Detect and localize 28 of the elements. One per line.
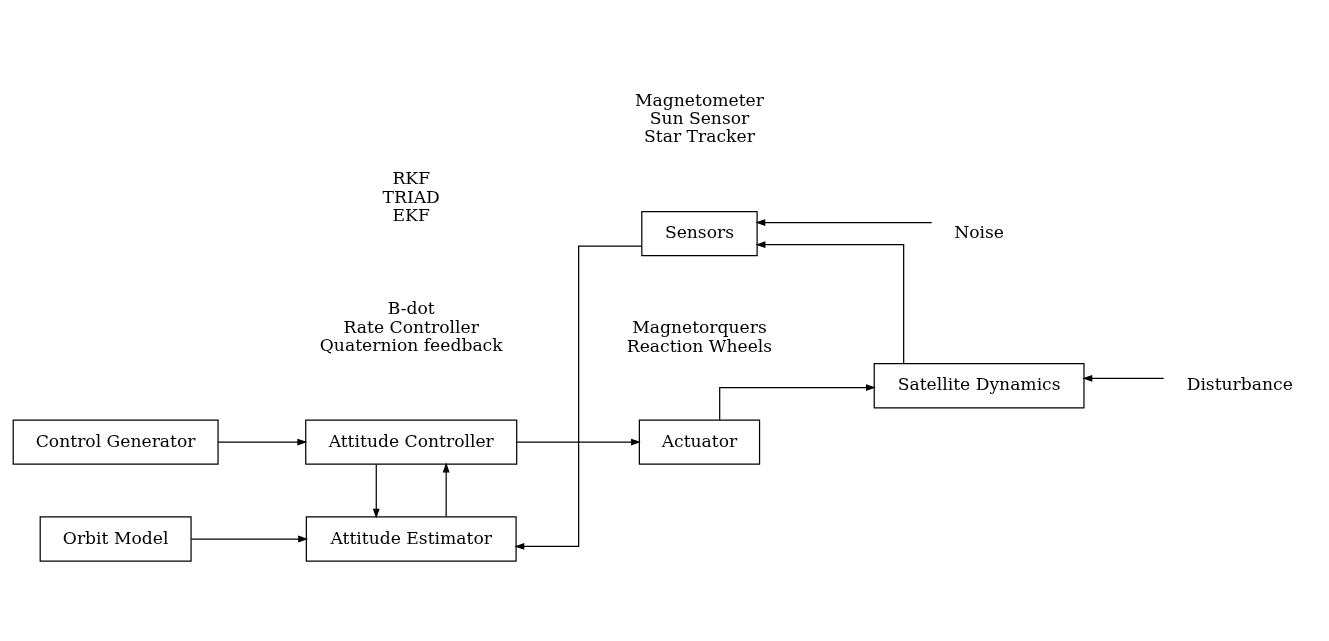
- node-label: Magnetometer: [635, 89, 764, 110]
- node-box: Actuator: [638, 418, 761, 465]
- arrow: [372, 463, 380, 519]
- node-label: Quaternion feedback: [319, 334, 503, 355]
- node-label: B-dot: [387, 297, 435, 318]
- arrow: [190, 535, 308, 542]
- node-box: Attitude Estimator: [305, 515, 517, 562]
- arrow: [1082, 374, 1165, 382]
- node-box: Orbit Model: [39, 515, 192, 562]
- node-box: Sensors: [641, 210, 758, 256]
- node-box: Satellite Dynamics: [873, 362, 1085, 408]
- node-box: Control Generator: [12, 418, 219, 465]
- node-box: Attitude Controller: [305, 418, 518, 465]
- node-label: TRIAD: [382, 186, 440, 207]
- arrow: [217, 438, 308, 446]
- arrow: [755, 218, 933, 226]
- node-label: Star Tracker: [644, 125, 755, 146]
- node-label: Magnetorquers: [632, 316, 767, 337]
- arrow: [755, 240, 905, 364]
- node-label: RKF: [392, 167, 431, 188]
- arrow: [719, 383, 876, 421]
- node-text: Disturbance: [1186, 373, 1293, 394]
- node-text: Noise: [954, 221, 1004, 242]
- node-label: EKF: [392, 204, 430, 225]
- arrow: [514, 245, 643, 550]
- arrow: [442, 462, 450, 517]
- node-label: Rate Controller: [343, 316, 479, 337]
- arrow: [516, 438, 641, 446]
